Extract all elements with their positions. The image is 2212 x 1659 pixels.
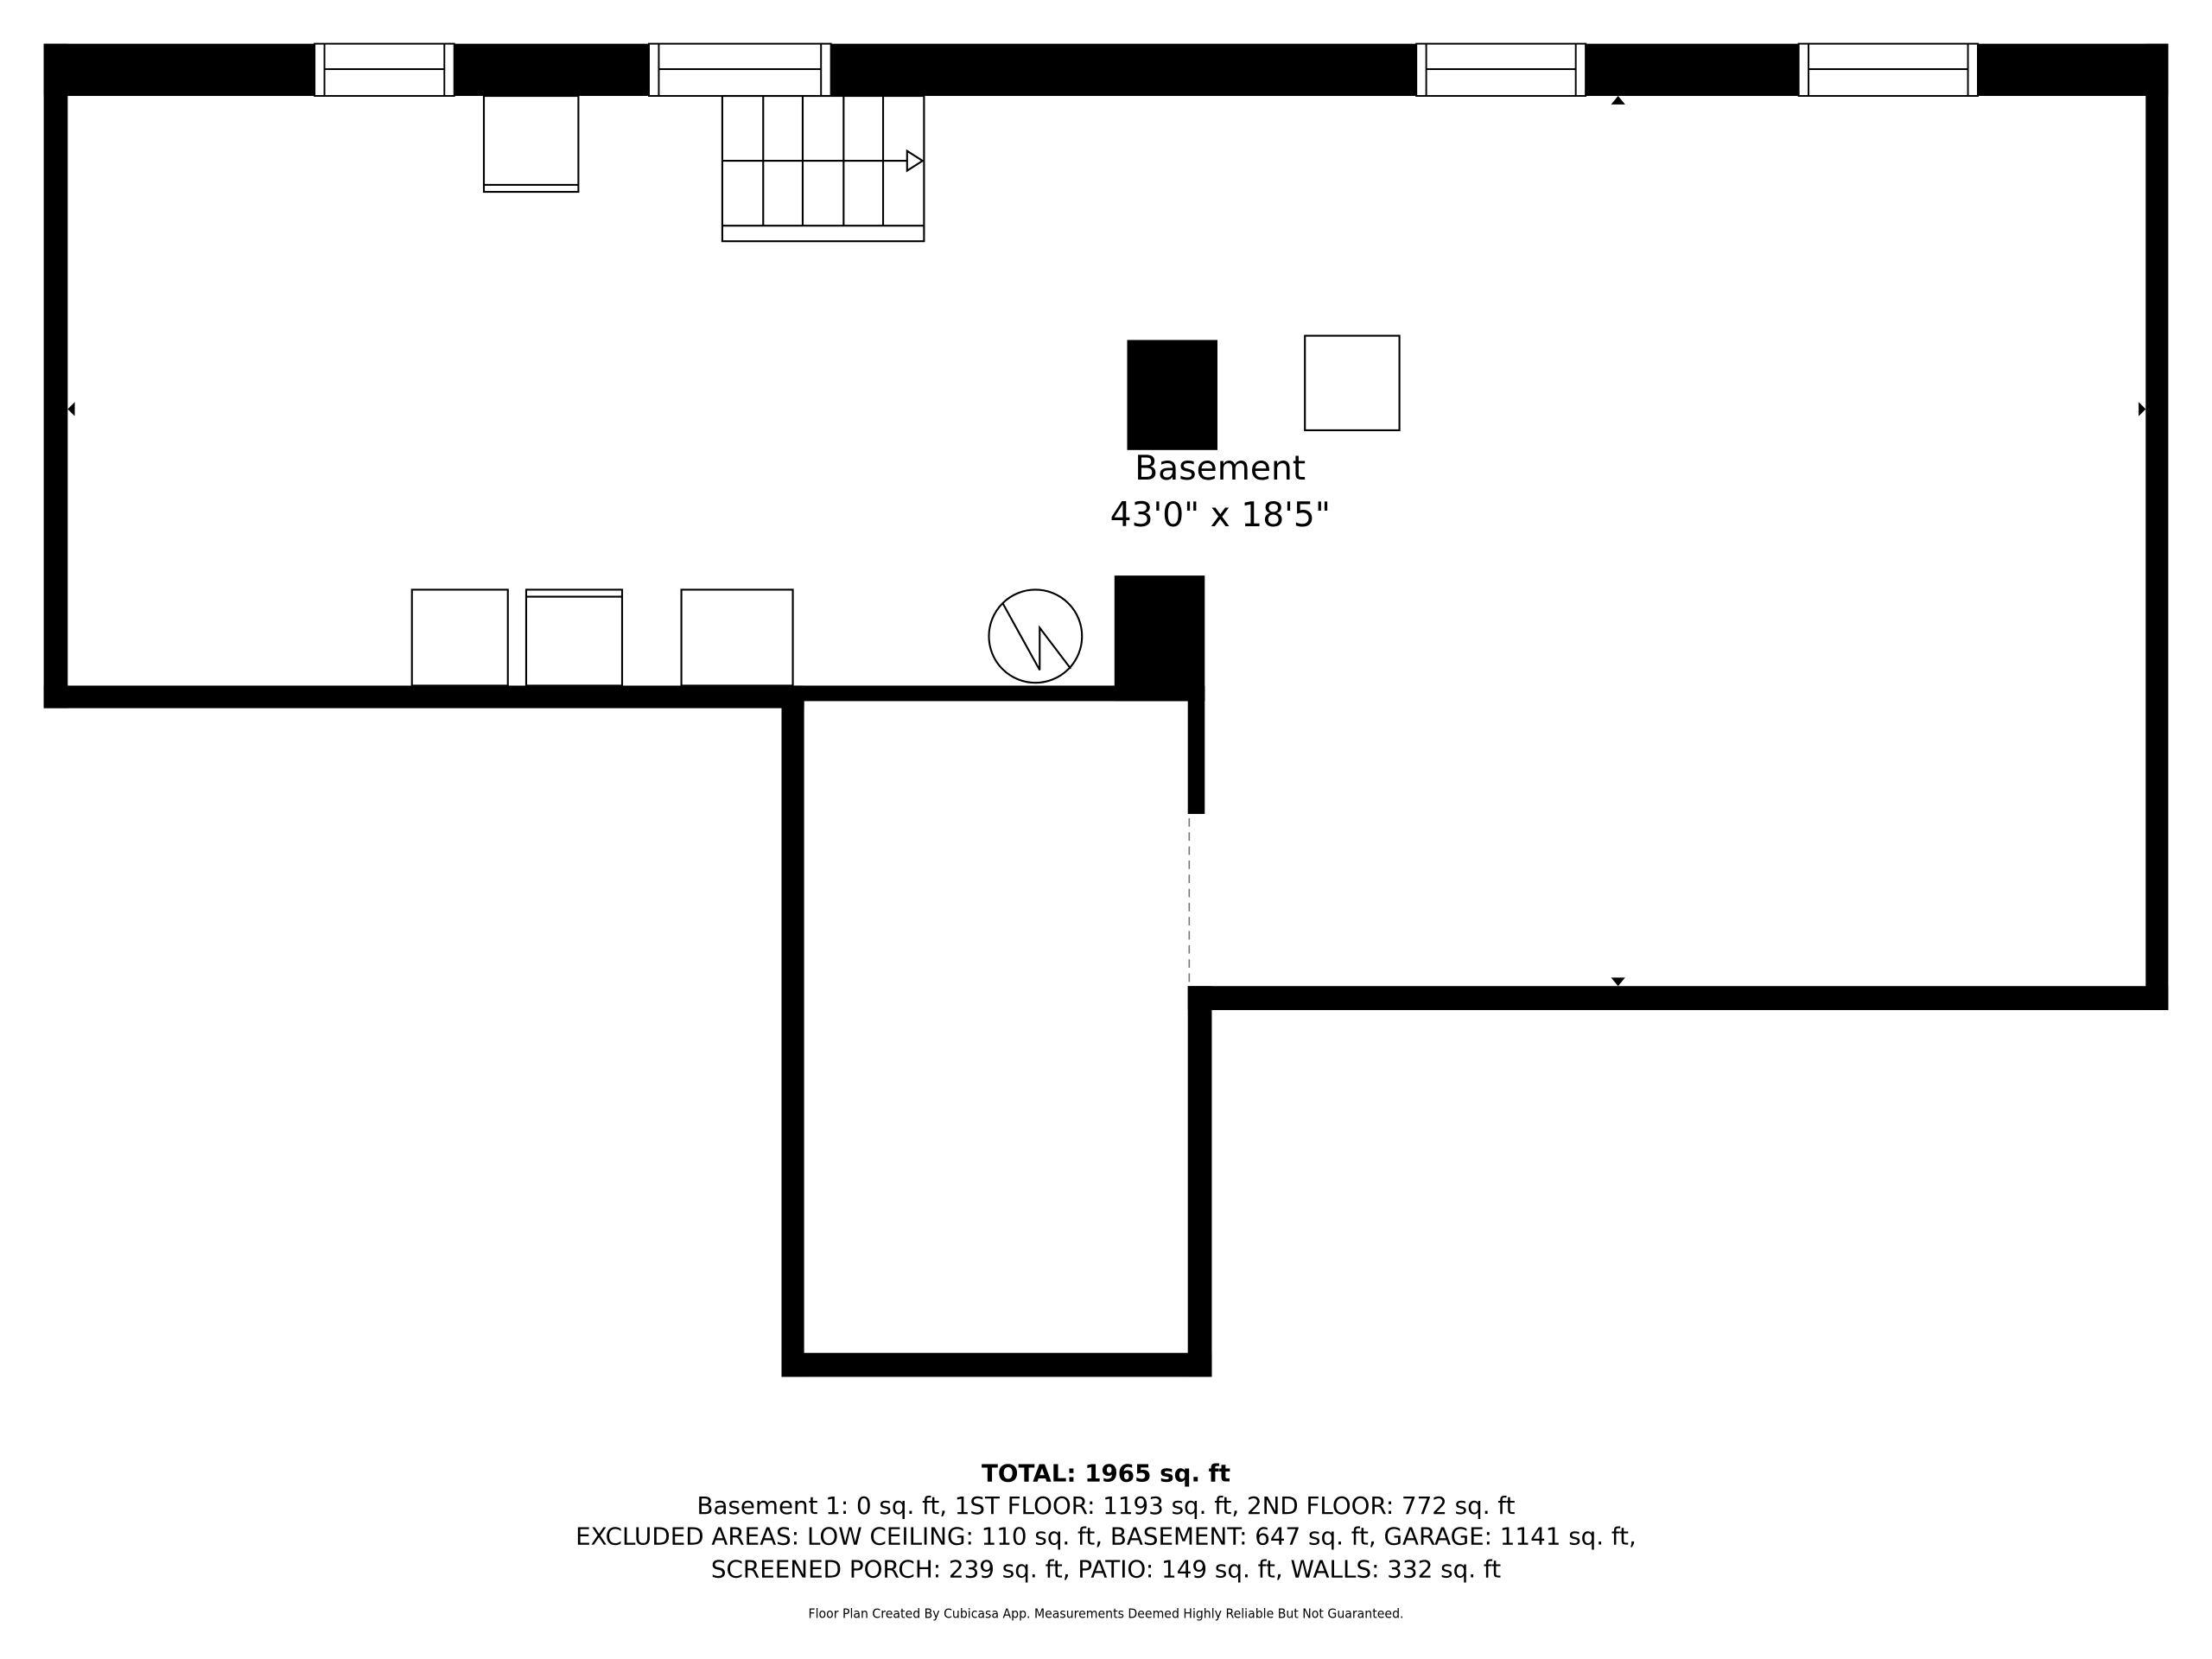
marker-icon [1611,977,1625,987]
cabinet [482,94,580,194]
stair-direction-arrow-icon [906,149,925,173]
excluded-areas-continued: SCREENED PORCH: 239 sq. ft, PATIO: 149 s… [711,1554,1501,1583]
dimension-markers [67,96,2146,987]
closet-top-wall [781,685,1205,702]
closet-bottom-wall [781,1352,1212,1377]
unit-square [1304,334,1401,432]
left-wall [43,43,68,709]
window [648,42,832,97]
right-wall [2145,43,2169,1010]
closet-left-wall [781,685,804,1377]
windows [314,42,1979,97]
floor-areas: Basement 1: 0 sq. ft, 1ST FLOOR: 1193 sq… [697,1491,1516,1520]
marker-icon [2139,402,2146,416]
appliance [680,588,794,687]
excluded-areas: EXCLUDED AREAS: LOW CEILING: 110 sq. ft,… [575,1522,1637,1551]
appliance [524,588,624,687]
marker-icon [1611,96,1625,105]
partition-wall [1187,685,1205,815]
water-heater-icon [988,588,1084,684]
lower-left-wall [43,685,804,709]
closet-right-wall [1187,986,1212,1377]
marker-icon [67,402,75,416]
black-fixture [1127,340,1217,450]
room-dimensions: 43'0" x 18'5" [1110,496,1331,535]
window [314,42,455,97]
walls [43,43,2169,1377]
lower-right-wall [1187,986,2169,1010]
window [1415,42,1587,97]
column [1114,575,1205,702]
appliance [410,588,509,687]
disclaimer: Floor Plan Created By Cubicasa App. Meas… [809,1607,1404,1622]
room-name: Basement [1135,449,1306,488]
window [1797,42,1979,97]
staircase [721,94,925,243]
total-area: TOTAL: 1965 sq. ft [982,1459,1230,1487]
